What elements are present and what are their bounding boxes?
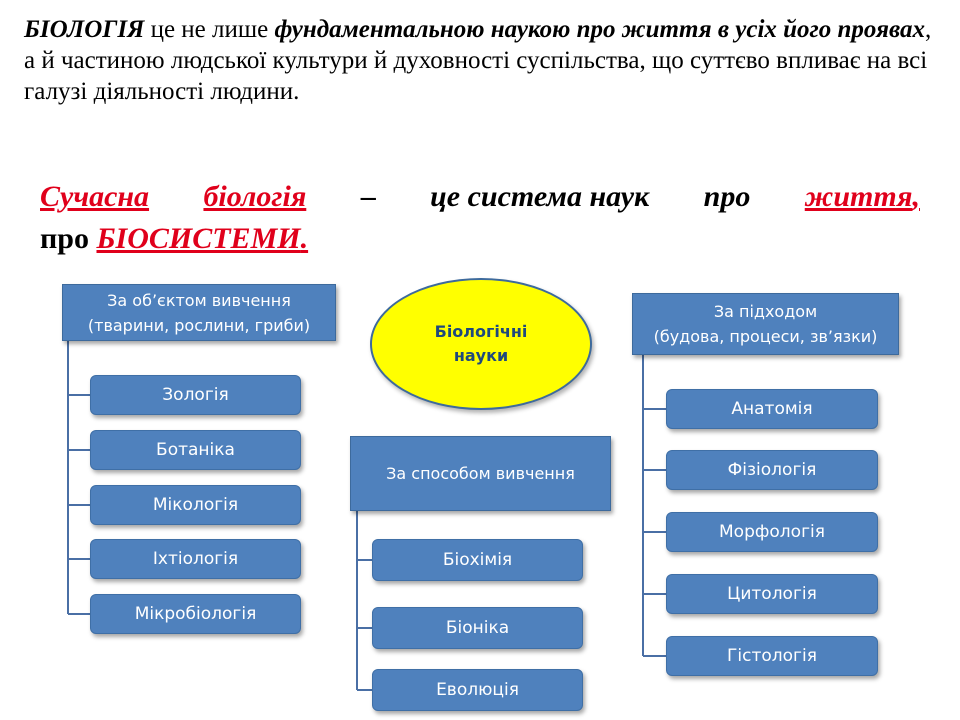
def-word-5: про [703,180,751,213]
def-phrase: це система наук [430,180,650,213]
item-zoology: Зологія [90,375,301,415]
group-method-title: За способом вивчення [386,464,575,483]
item-physiology: Фізіологія [666,450,878,490]
intro-text-1: це не лише [144,16,275,43]
item-histology: Гістологія [666,636,878,676]
intro-emphasis: фундаментальною наукою про життя в усіх … [274,16,925,43]
item-evolution: Еволюція [372,669,583,711]
item-bionics: Біоніка [372,607,583,649]
item-anatomy: Анатомія [666,389,878,429]
group-object-subtitle: (тварини, рослини, гриби) [87,315,311,335]
group-object-header: За об’єктом вивчення (тварини, рослини, … [62,284,336,341]
def-word-1: Сучасна [40,180,150,213]
def-dash: – [360,180,376,213]
group-method-header: За способом вивчення [350,436,611,511]
intro-text-2: , а й частиною людської культури й духов… [24,16,932,105]
definition: Сучасна біологія – це система наук про ж… [40,176,920,260]
def-biosystems: БІОСИСТЕМИ [96,222,301,255]
item-botany: Ботаніка [90,430,301,470]
def-word-life: життя [804,180,913,213]
definition-line-1: Сучасна біологія – це система наук про ж… [40,176,920,218]
item-ichthyology: Іхтіологія [90,539,301,579]
item-mycology: Мікологія [90,485,301,525]
def-comma: , [912,180,921,213]
center-label-line1: Біологічні [434,322,528,341]
def-period: . [300,222,309,255]
intro-paragraph: БІОЛОГІЯ це не лише фундаментальною наук… [24,14,939,107]
group-approach-subtitle: (будова, процеси, зв’язки) [653,327,878,346]
def-word-2: біологія [203,180,307,213]
item-biochemistry: Біохімія [372,539,583,581]
group-approach-header: За підходом (будова, процеси, зв’язки) [632,293,899,355]
center-ellipse: Біологічні науки [370,278,592,410]
definition-line-2: про БІОСИСТЕМИ. [40,218,920,260]
item-morphology: Морфологія [666,512,878,552]
item-cytology: Цитологія [666,574,878,614]
item-microbiology: Мікробіологія [90,594,301,634]
intro-term: БІОЛОГІЯ [24,16,145,43]
group-approach-title: За підходом [713,302,818,321]
group-object-title: За об’єктом вивчення [107,290,291,310]
center-label-line2: науки [453,346,509,365]
def-word-8: про [40,222,89,255]
